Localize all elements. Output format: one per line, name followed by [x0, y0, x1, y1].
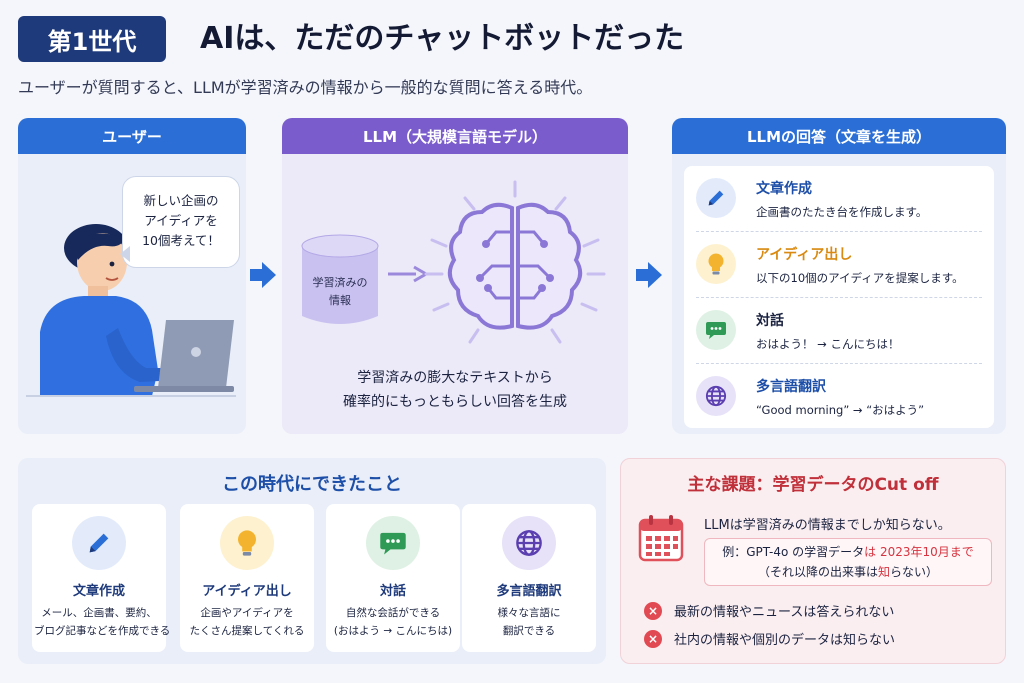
answer-item-dialogue: 対話 おはよう！ → こんにちは！	[684, 300, 994, 362]
divider	[696, 297, 982, 298]
capability-desc-line: (おはよう → こんにちは)	[333, 625, 453, 637]
pen-icon	[696, 178, 736, 218]
chat-icon	[366, 516, 420, 570]
database-icon	[301, 234, 379, 324]
brain-icon	[424, 180, 606, 344]
capability-title: 多言語翻訳	[496, 584, 562, 599]
user-panel-title: ユーザー	[18, 118, 246, 154]
divider	[696, 231, 982, 232]
answer-item-ideas: アイディア出し 以下の10個のアイディアを提案します。	[684, 234, 994, 296]
answer-item-title: 文章作成	[756, 181, 812, 197]
issue-bullet: × 社内の情報や個別のデータは知らない	[644, 628, 994, 650]
page-title: AIは、ただのチャットボットだった	[200, 21, 685, 56]
speech-bubble-tail	[120, 246, 130, 262]
bubble-line: 10個考えて！	[142, 233, 220, 248]
lightbulb-icon	[696, 244, 736, 284]
bubble-line: アイディアを	[144, 213, 218, 228]
user-at-laptop-illustration	[26, 224, 236, 397]
answer-item-title: 対話	[756, 313, 784, 329]
answer-item-writing: 文章作成 企画書のたたき台を作成します。	[684, 168, 994, 230]
chat-icon	[696, 310, 736, 350]
answer-item-title: アイディア出し	[756, 247, 853, 263]
llm-panel-title: LLM（大規模言語モデル）	[282, 118, 628, 154]
issue-bullet-text: 社内の情報や個別のデータは知らない	[674, 633, 896, 648]
issue-statement: LLMは学習済みの情報までしか知らない。	[704, 518, 951, 533]
issue-title: 主な課題：学習データのCut off	[687, 475, 939, 495]
example-text: 例：GPT-4o の学習データ	[722, 545, 865, 559]
capability-desc-line: 企画やアイディアを	[200, 607, 294, 619]
capability-desc: 企画やアイディアを たくさん提案してくれる	[182, 604, 312, 640]
globe-icon	[696, 376, 736, 416]
close-icon: ×	[644, 630, 662, 648]
answer-item-desc: 企画書のたたき台を作成します。	[756, 205, 928, 219]
capability-desc-line: メール、企画書、要約、	[41, 607, 157, 619]
llm-caption-line: 確率的にもっともらしい回答を生成	[343, 394, 567, 410]
example-highlight: 知	[877, 565, 890, 579]
capability-desc: 様々な言語に 翻訳できる	[464, 604, 594, 640]
capability-card-writing: 文章作成 メール、企画書、要約、 ブログ記事などを作成できる	[32, 504, 171, 652]
capability-desc-line: たくさん提案してくれる	[189, 625, 305, 637]
llm-caption-line: 学習済みの膨大なテキストから	[357, 370, 553, 386]
globe-icon	[502, 516, 556, 570]
bubble-line: 新しい企画の	[143, 193, 219, 208]
answer-item-desc: 以下の10個のアイディアを提案します。	[756, 271, 964, 285]
capability-title: 対話	[379, 584, 406, 599]
llm-caption: 学習済みの膨大なテキストから 確率的にもっともらしい回答を生成	[282, 366, 628, 414]
capability-desc-line: 様々な言語に	[497, 607, 561, 619]
example-text: （それ以降の出来事は	[757, 565, 878, 579]
capability-desc: 自然な会話ができる (おはよう → こんにちは)	[328, 604, 458, 640]
answer-item-translation: 多言語翻訳 “Good morning” → “おはよう”	[684, 366, 994, 428]
flow-arrow-icon	[636, 262, 662, 288]
capability-card-ideas: アイディア出し 企画やアイディアを たくさん提案してくれる	[180, 504, 314, 652]
answer-item-title: 多言語翻訳	[756, 379, 826, 395]
capability-desc-line: 自然な会話ができる	[345, 607, 441, 619]
cutoff-example-line: （それ以降の出来事は知らない）	[705, 562, 991, 582]
capability-card-translation: 多言語翻訳 様々な言語に 翻訳できる	[462, 504, 596, 652]
user-speech-bubble: 新しい企画の アイディアを 10個考えて！	[122, 176, 240, 268]
capability-card-dialogue: 対話 自然な会話ができる (おはよう → こんにちは)	[326, 504, 460, 652]
issue-bullet-text: 最新の情報やニュースは答えられない	[674, 605, 895, 620]
pen-icon	[72, 516, 126, 570]
capability-title: 文章作成	[72, 584, 125, 599]
answer-list: 文章作成 企画書のたたき台を作成します。 アイディア出し 以下の10個のアイディ…	[684, 166, 994, 428]
capability-title: アイディア出し	[202, 584, 292, 599]
example-text: らない）	[890, 565, 939, 579]
example-highlight: は 2023年10月まで	[864, 545, 974, 559]
cutoff-example-box: 例：GPT-4o の学習データは 2023年10月まで （それ以降の出来事は知ら…	[704, 538, 992, 586]
generation-badge: 第1世代	[18, 16, 166, 62]
database-label-line: 学習済みの	[312, 276, 368, 289]
lightbulb-icon	[220, 516, 274, 570]
capability-desc-line: ブログ記事などを作成できる	[34, 625, 171, 637]
database-label: 学習済みの 情報	[300, 274, 380, 310]
page-subtitle: ユーザーが質問すると、LLMが学習済みの情報から一般的な質問に答える時代。	[18, 78, 593, 97]
flow-arrow-icon	[250, 262, 276, 288]
answer-item-desc: おはよう！ → こんにちは！	[756, 337, 900, 351]
capability-desc-line: 翻訳できる	[502, 625, 556, 637]
close-icon: ×	[644, 602, 662, 620]
answer-panel-title: LLMの回答（文章を生成）	[672, 118, 1006, 154]
divider	[696, 363, 982, 364]
capabilities-title: この時代にできたこと	[222, 474, 402, 495]
calendar-icon	[638, 515, 684, 562]
database-label-line: 情報	[329, 294, 351, 307]
capability-desc: メール、企画書、要約、 ブログ記事などを作成できる	[34, 604, 171, 640]
issue-bullet: × 最新の情報やニュースは答えられない	[644, 600, 994, 622]
cutoff-example-line: 例：GPT-4o の学習データは 2023年10月まで	[705, 542, 991, 562]
answer-item-desc: “Good morning” → “おはよう”	[756, 403, 925, 417]
